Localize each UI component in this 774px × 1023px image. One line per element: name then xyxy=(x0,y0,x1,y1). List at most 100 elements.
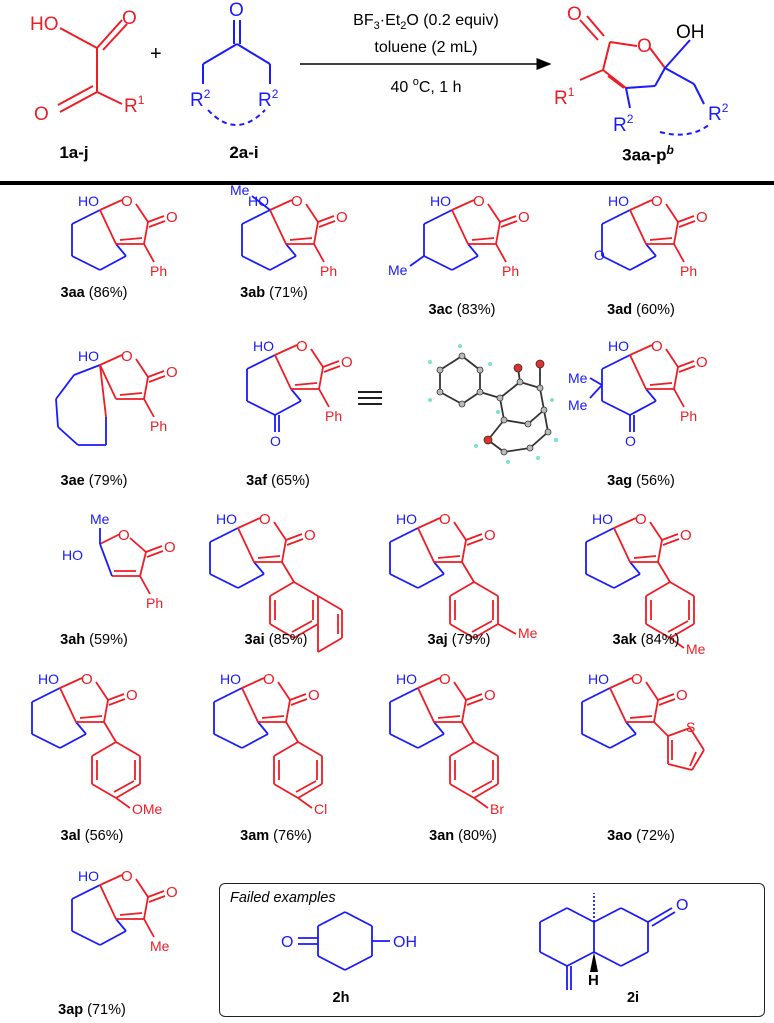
bond xyxy=(589,377,603,386)
atom-ho: HO xyxy=(62,547,83,563)
product-code: 3ak xyxy=(612,632,637,648)
bond xyxy=(625,721,637,735)
bond xyxy=(313,243,325,263)
failed-label-2i: 2i xyxy=(626,990,640,1006)
bond xyxy=(95,681,109,701)
bond xyxy=(143,376,149,400)
bond xyxy=(466,698,484,706)
bond xyxy=(613,573,641,589)
bond xyxy=(473,797,489,809)
bond xyxy=(115,783,141,799)
atom-o: O xyxy=(635,511,647,528)
atom-ho: HO xyxy=(78,193,99,209)
atom-ho: HO xyxy=(30,14,59,35)
bond xyxy=(449,623,475,639)
crystal-atom xyxy=(526,444,534,452)
bond xyxy=(609,733,637,749)
atom-o: O xyxy=(166,209,178,226)
product-label-3ak: 3ak (84%) xyxy=(613,632,680,648)
product-label-3ag: 3ag (56%) xyxy=(607,473,675,489)
bond xyxy=(99,364,117,400)
bond xyxy=(269,581,295,597)
bond xyxy=(99,364,107,418)
bond xyxy=(539,387,545,411)
bond xyxy=(73,364,101,376)
bond xyxy=(59,733,87,749)
bond xyxy=(661,533,679,541)
bond xyxy=(499,215,517,223)
bond xyxy=(451,199,475,211)
plus-sign: + xyxy=(150,43,162,65)
atom-me: Me xyxy=(568,370,588,386)
bond xyxy=(585,573,615,589)
bond xyxy=(91,783,117,799)
bond xyxy=(285,699,291,723)
bond xyxy=(473,623,499,639)
product-label-3ah: 3ah (59%) xyxy=(60,632,128,648)
bond xyxy=(629,354,647,390)
bond xyxy=(473,783,499,799)
bond xyxy=(473,581,499,597)
bond xyxy=(645,681,659,701)
bond xyxy=(629,255,657,271)
bond xyxy=(318,366,324,390)
bond xyxy=(461,391,481,405)
bond xyxy=(389,573,419,589)
bond xyxy=(649,521,663,541)
failed-2h-structure xyxy=(298,911,390,971)
atom-o: O xyxy=(121,348,133,365)
bond xyxy=(451,255,479,271)
bond xyxy=(285,533,303,541)
bond xyxy=(669,623,695,639)
atom-ph: Ph xyxy=(146,595,163,611)
bond xyxy=(665,348,679,368)
bond xyxy=(293,623,319,639)
crystal-atom xyxy=(476,366,484,374)
atom-o: O xyxy=(304,527,316,544)
bond xyxy=(317,637,343,653)
atom-o: O xyxy=(439,671,451,688)
failed-2i-structure xyxy=(539,893,676,990)
product-yield: (80%) xyxy=(454,828,497,844)
product-label-3aj: 3aj (79%) xyxy=(428,632,491,648)
bond xyxy=(241,733,269,749)
bond xyxy=(91,741,117,757)
bond xyxy=(629,561,641,575)
bond xyxy=(269,255,297,271)
bond xyxy=(305,203,319,223)
atom-o: O xyxy=(308,687,320,704)
bond xyxy=(209,573,239,589)
product-label-3am: 3am (76%) xyxy=(240,828,312,844)
atom-o: O xyxy=(439,511,451,528)
bond xyxy=(437,555,461,559)
bond xyxy=(274,400,302,416)
product-yield: (83%) xyxy=(452,302,496,318)
bond xyxy=(609,687,627,723)
atom-ph: Ph xyxy=(150,418,167,434)
bond xyxy=(665,203,679,223)
product-yield: (86%) xyxy=(84,285,128,301)
atom-s: S xyxy=(686,719,695,735)
bond xyxy=(148,375,166,383)
atom-o: O xyxy=(291,193,303,210)
bond xyxy=(449,741,475,757)
crystal-atom xyxy=(476,388,484,396)
bond xyxy=(601,354,631,370)
crystal-hydrogen xyxy=(554,438,558,442)
product-code: 3ac xyxy=(428,302,453,318)
bond xyxy=(658,698,676,706)
atom-o: O xyxy=(126,687,138,704)
bond xyxy=(417,733,445,749)
product-label-3an: 3an (80%) xyxy=(429,828,497,844)
atom-ph: Ph xyxy=(325,408,342,424)
bond xyxy=(581,733,611,749)
crystal-atom xyxy=(544,428,552,436)
product-code: 3ai xyxy=(244,632,265,648)
product-yield: (65%) xyxy=(267,473,310,489)
bond xyxy=(662,538,680,546)
product-code: 3ae xyxy=(60,473,85,489)
product-label-3ai: 3ai (85%) xyxy=(245,632,308,648)
bond xyxy=(274,344,298,356)
product-label-3ae: 3ae (79%) xyxy=(61,473,128,489)
bond xyxy=(487,203,501,223)
